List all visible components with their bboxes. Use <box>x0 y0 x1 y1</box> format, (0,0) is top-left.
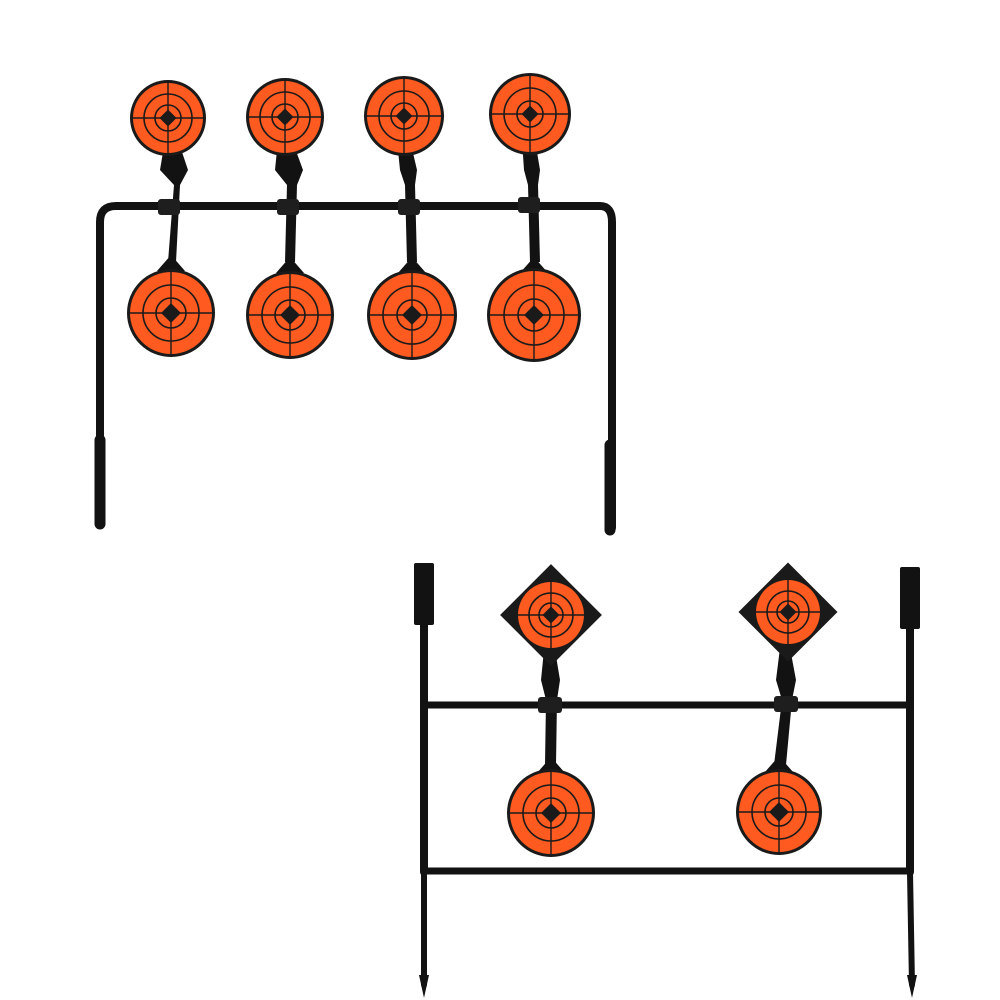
stake-leg-right <box>907 869 915 988</box>
spinner-paddle <box>736 562 838 855</box>
pivot-sleeve <box>158 199 180 215</box>
spinner-frame <box>94 202 616 536</box>
spinner-paddle <box>246 78 334 359</box>
post-cap-right <box>900 567 920 629</box>
target-plate-lower <box>736 756 822 855</box>
four-paddle-spinner <box>94 73 616 536</box>
target-plate-lower <box>246 257 334 359</box>
target-plate-upper <box>246 78 324 156</box>
pivot-sleeve <box>277 199 299 215</box>
pivot-sleeve <box>518 197 540 213</box>
target-plate-upper <box>364 76 444 156</box>
target-plate-upper <box>130 80 206 156</box>
spinner-paddle <box>364 76 457 360</box>
stake-tip-left <box>419 975 429 998</box>
pivot-sleeve <box>398 199 420 215</box>
spinner-paddle <box>127 80 215 357</box>
target-plate-upper <box>738 562 838 662</box>
pivot-sleeve <box>538 697 562 713</box>
pivot-sleeve <box>774 696 798 712</box>
target-plate-upper <box>489 73 571 155</box>
post-cap-left <box>414 563 434 625</box>
target-plate-lower <box>487 257 581 362</box>
target-plate-lower <box>507 757 595 857</box>
frame-bar <box>96 202 616 532</box>
spinner-paddle <box>487 73 581 362</box>
target-plate-lower <box>367 257 457 360</box>
spinner-frame <box>414 563 920 988</box>
target-plate-lower <box>127 255 215 357</box>
two-paddle-spinner <box>414 562 920 998</box>
stake-tip-right <box>907 975 917 998</box>
